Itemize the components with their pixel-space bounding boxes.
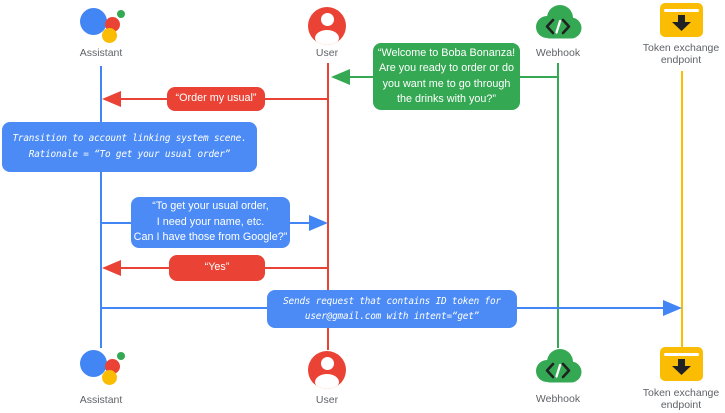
send-request-line-1: Sends request that contains ID token for xyxy=(283,296,501,307)
assistant-yellow-dot xyxy=(102,28,117,43)
assistant-green-dot xyxy=(117,10,125,18)
user-lifeline xyxy=(327,63,329,350)
user-head-glyph xyxy=(320,13,334,26)
google-assistant-icon xyxy=(78,6,128,51)
user-body-glyph xyxy=(315,30,339,45)
token-endpoint-lifeline xyxy=(681,71,683,347)
ask-info-line-1: “To get your usual order, xyxy=(152,200,269,213)
ask-info-line-3: Can I have those from Google?” xyxy=(133,231,288,244)
token-endpoint-icon xyxy=(660,3,703,37)
send-request-line-2: user@gmail.com with intent=“get” xyxy=(304,311,480,322)
order-usual-arrowhead xyxy=(102,91,121,107)
user-icon xyxy=(308,7,346,45)
welcome-line-1: “Welcome to Boba Bonanza! xyxy=(377,46,516,59)
webhook-cloud-icon xyxy=(536,5,582,39)
send-request-arrowhead xyxy=(663,300,682,316)
yes-arrowhead xyxy=(102,260,121,276)
yes-box: “Yes” xyxy=(169,255,265,281)
welcome-line-4: the drinks with you?” xyxy=(396,93,497,105)
ask-info-arrowhead xyxy=(309,215,328,231)
assistant-label-bottom: Assistant xyxy=(79,394,123,406)
welcome-line-2: Are you ready to order or do xyxy=(378,62,515,74)
welcome-line-3: you want me to go through xyxy=(382,77,511,90)
google-assistant-icon-bottom xyxy=(78,348,128,393)
user-body-glyph xyxy=(315,374,339,389)
webhook-cloud-icon-bottom xyxy=(536,349,582,383)
assistant-green-dot xyxy=(117,352,125,360)
transition-note-box: Transition to account linking system sce… xyxy=(2,122,257,172)
ask-info-box: “To get your usual order, I need your na… xyxy=(131,197,290,248)
user-label-top: User xyxy=(315,47,339,59)
webhook-lifeline xyxy=(557,63,559,348)
webhook-label-bottom: Webhook xyxy=(535,393,581,405)
transition-line-1: Transition to account linking system sce… xyxy=(12,133,247,144)
order-usual-text: “Order my usual” xyxy=(175,92,257,105)
assistant-label-top: Assistant xyxy=(79,47,123,59)
welcome-arrowhead xyxy=(331,69,350,85)
transition-line-2: Rationale = “To get your usual order” xyxy=(28,149,231,160)
order-usual-box: “Order my usual” xyxy=(167,87,265,111)
yes-text: “Yes” xyxy=(204,261,230,274)
assistant-yellow-dot xyxy=(102,370,117,385)
assistant-lifeline xyxy=(100,66,102,348)
user-head-glyph xyxy=(320,357,334,370)
ask-info-line-2: I need your name, etc. xyxy=(156,215,265,228)
webhook-label-top: Webhook xyxy=(535,47,581,59)
send-request-box: Sends request that contains ID token for… xyxy=(267,290,517,328)
token-endpoint-icon-bottom xyxy=(660,347,703,381)
user-label-bottom: User xyxy=(315,394,339,406)
welcome-message-box: “Welcome to Boba Bonanza! Are you ready … xyxy=(373,43,520,110)
user-icon-bottom xyxy=(308,351,346,389)
